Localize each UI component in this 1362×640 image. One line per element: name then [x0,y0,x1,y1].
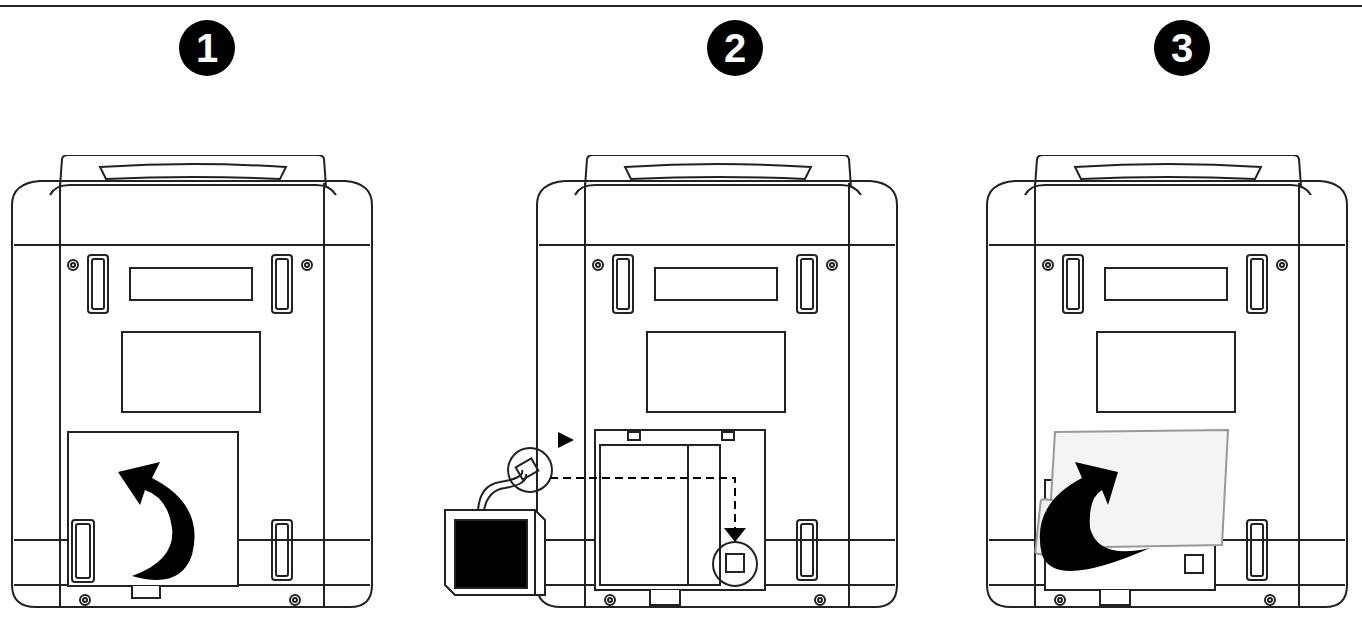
callout-number: 2 [724,28,746,68]
step-circle: 2 [707,20,763,76]
step-circle: 3 [1154,20,1210,76]
callout-number: 1 [196,28,218,68]
callout-number: 3 [1171,28,1193,68]
step-circle: 1 [179,20,235,76]
